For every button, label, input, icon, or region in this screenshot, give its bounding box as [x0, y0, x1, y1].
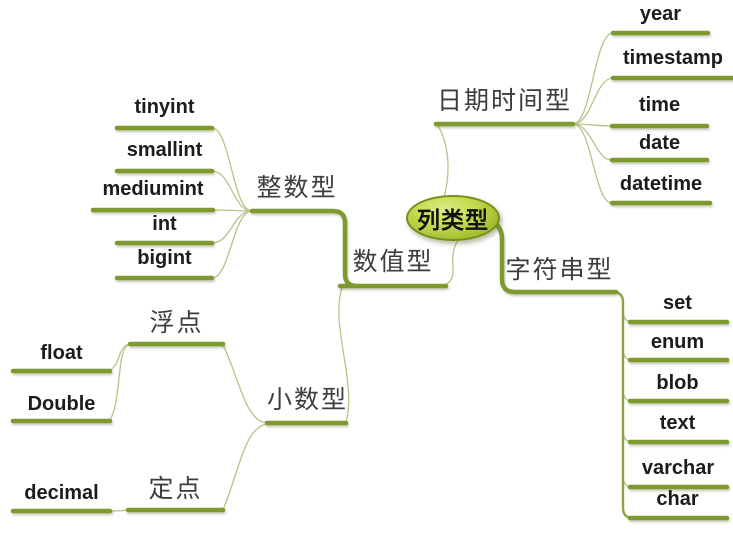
node-decimal-type[interactable]: 小数型: [267, 387, 349, 414]
spine-string-type: [614, 290, 632, 520]
node-datetime-type[interactable]: 日期时间型: [436, 88, 572, 115]
connector-integer-int: [211, 210, 253, 244]
connector-integer-tinyint: [211, 127, 253, 212]
node-date[interactable]: date: [638, 132, 681, 154]
node-double[interactable]: Double: [27, 393, 96, 415]
branch-underlines: [10, 30, 733, 521]
node-bigint[interactable]: bigint: [137, 247, 192, 269]
connector-center-numeric-type: [443, 238, 460, 286]
node-timestamp[interactable]: timestamp: [622, 47, 724, 69]
node-integer-type[interactable]: 整数型: [256, 175, 338, 202]
connector-center-datetime-type: [436, 123, 449, 198]
connector-integer-bigint: [211, 210, 253, 279]
connector-fixedgroup-decimal: [109, 509, 129, 512]
node-tinyint[interactable]: tinyint: [134, 96, 195, 118]
node-datetime[interactable]: datetime: [619, 173, 703, 195]
node-string-type[interactable]: 字符串型: [505, 257, 614, 284]
node-int[interactable]: int: [152, 213, 177, 235]
node-time[interactable]: time: [638, 94, 681, 116]
connector-integer-smallint: [211, 170, 253, 212]
connector-decimal-float-group: [222, 344, 268, 424]
node-enum[interactable]: enum: [650, 331, 705, 353]
node-numeric-type[interactable]: 数值型: [352, 249, 434, 276]
node-decimal[interactable]: decimal: [24, 482, 99, 504]
connector-floatgroup-double: [109, 343, 131, 421]
node-year[interactable]: year: [639, 3, 682, 25]
connector-datetime-timestamp: [572, 77, 614, 125]
node-float[interactable]: float: [40, 342, 83, 364]
node-text[interactable]: text: [659, 412, 696, 434]
node-char[interactable]: char: [656, 488, 699, 510]
node-float-group[interactable]: 浮点: [149, 310, 204, 337]
node-mediumint[interactable]: mediumint: [102, 178, 204, 200]
node-varchar[interactable]: varchar: [641, 457, 715, 479]
connector-numeric-decimal-type: [338, 287, 350, 424]
node-smallint[interactable]: smallint: [126, 139, 203, 161]
center-node-column-type[interactable]: 列类型: [406, 195, 500, 241]
node-set[interactable]: set: [663, 292, 692, 314]
connector-decimal-fixed-group: [222, 423, 268, 511]
connector-datetime-year: [572, 32, 614, 125]
connector-datetime-date: [572, 123, 613, 161]
node-fixed-point-group[interactable]: 定点: [148, 476, 203, 503]
node-blob[interactable]: blob: [656, 372, 699, 394]
connector-datetime-datetime: [572, 123, 613, 204]
string-type-spine: [614, 290, 632, 520]
